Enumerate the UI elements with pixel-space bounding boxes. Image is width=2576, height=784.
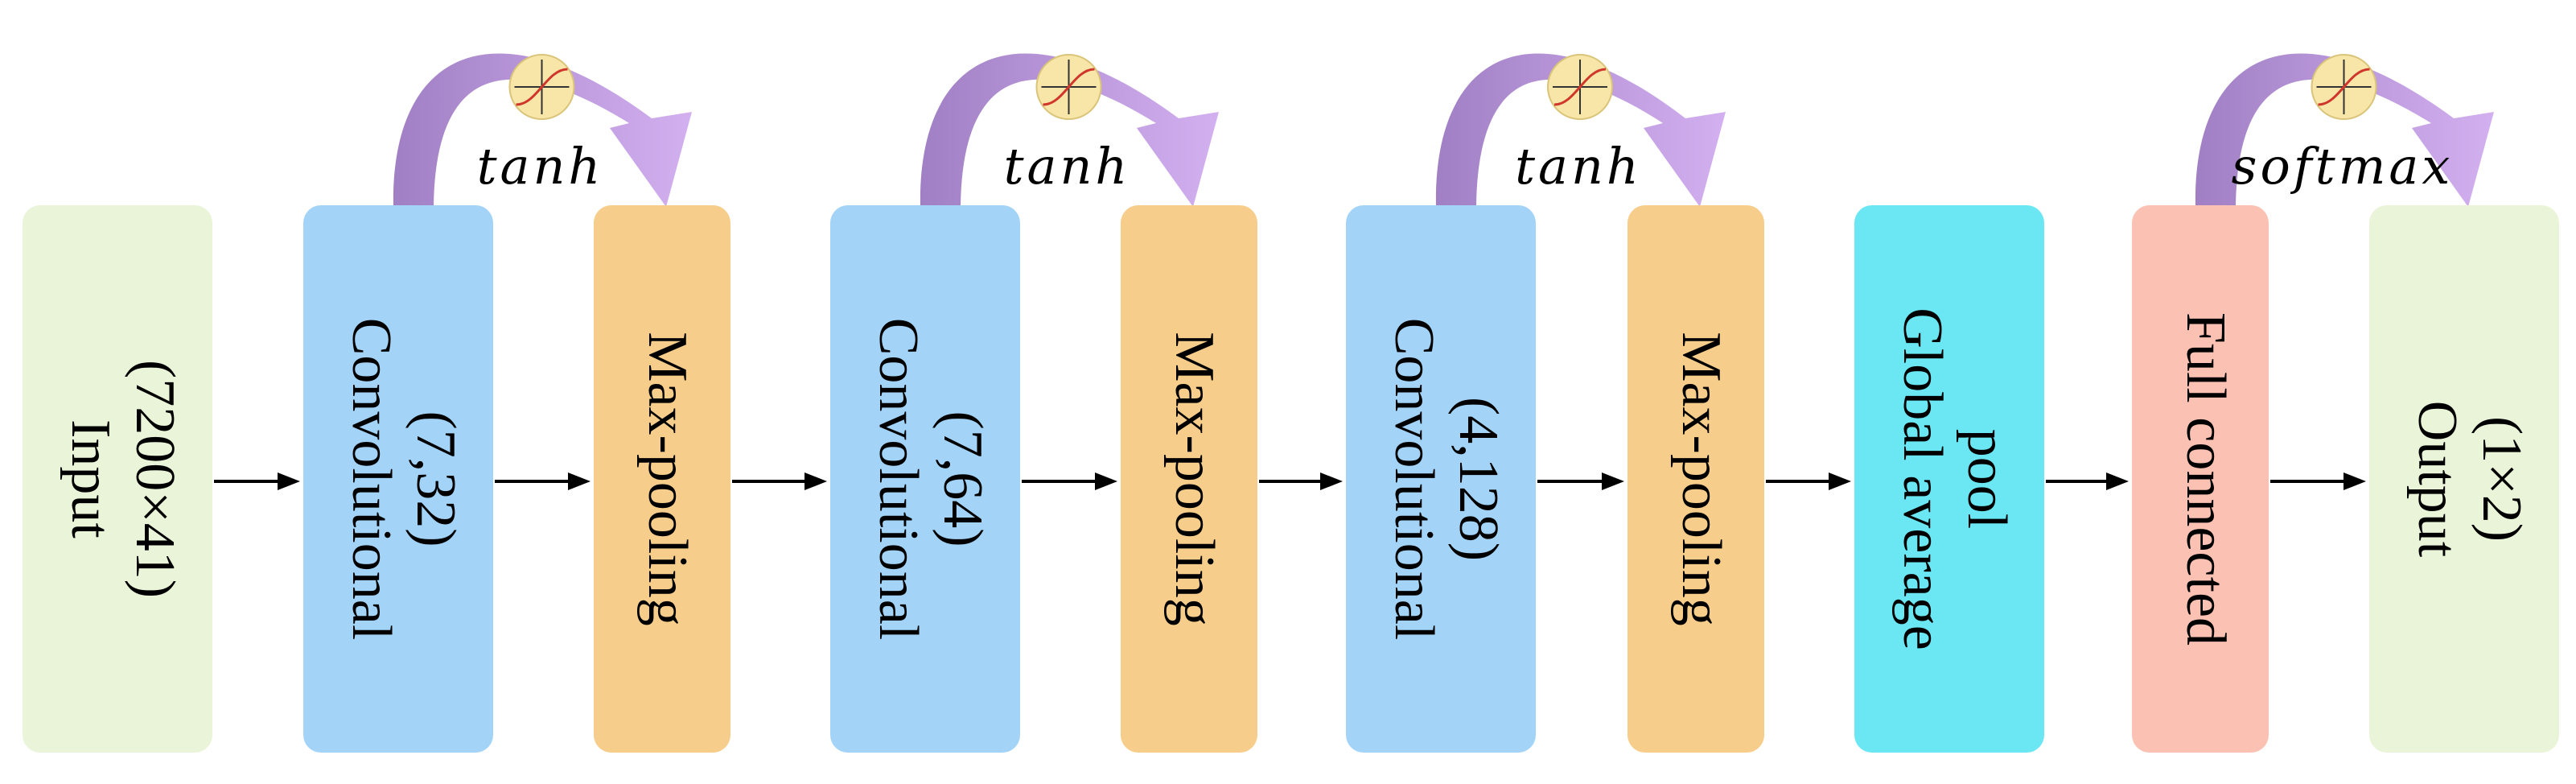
flow-arrow [495,472,591,490]
pool2-label: Max-pooling [1163,332,1225,626]
conv2-label-line: (7,64) [932,411,994,547]
pool3-label-line: Max-pooling [1670,332,1732,626]
conv1-label-line: (7,32) [405,411,467,547]
input-label-line: Input [60,419,121,538]
activation-label-tanh: tanh [477,137,604,196]
pool1-block [594,205,730,753]
fc-label: Full connected [2175,312,2237,646]
fc-block [2132,205,2269,753]
conv3-label: Convolutional(4,128) [1383,318,1509,641]
sigmoid-curve-icon [1547,54,1613,120]
flow-arrow [214,472,300,490]
pool3-label: Max-pooling [1670,332,1732,626]
flow-arrow [1537,472,1624,490]
pool3-block [1627,205,1764,753]
gap-block [1854,205,2044,753]
pool1-label-line: Max-pooling [636,332,698,626]
conv1-block [303,205,493,753]
input-block [23,205,212,753]
conv3-block [1346,205,1536,753]
flow-arrow [2046,472,2129,490]
output-label: Output(1×2) [2406,401,2533,558]
gap-label-line: Global average [1891,307,1953,650]
activation-label-tanh: tanh [1004,137,1131,196]
flow-arrow [2270,472,2366,490]
flow-arrow [1022,472,1117,490]
activation-arc [393,53,692,207]
pool2-block [1121,205,1257,753]
output-label-line: (1×2) [2471,416,2533,542]
pool2-label-line: Max-pooling [1163,332,1225,626]
flow-arrow [1259,472,1343,490]
output-label-line: Output [2406,401,2468,558]
activation-arc [920,53,1219,207]
conv1-label-line: Convolutional [340,318,402,641]
sigmoid-curve-icon [508,54,575,120]
flow-arrow [732,472,827,490]
activation-label-softmax: softmax [2232,137,2454,196]
conv3-label-line: (4,128) [1447,397,1509,561]
activation-arc [1435,53,1726,207]
flow-arrow [1766,472,1851,490]
sigmoid-curve-icon [2311,54,2377,120]
sigmoid-curve-icon [1035,54,1102,120]
conv2-label-line: Convolutional [867,318,929,641]
fc-label-line: Full connected [2175,312,2237,646]
output-block [2369,205,2559,753]
pool1-label: Max-pooling [636,332,698,626]
conv2-label: Convolutional(7,64) [867,318,994,641]
gap-label-line: pool [1956,429,2018,529]
conv2-block [830,205,1020,753]
input-label: Input(7200×41) [60,360,186,598]
conv3-label-line: Convolutional [1383,318,1445,641]
activation-arc [2195,53,2494,207]
input-label-line: (7200×41) [124,360,186,598]
activation-label-tanh: tanh [1515,137,1642,196]
conv1-label: Convolutional(7,32) [340,318,467,641]
